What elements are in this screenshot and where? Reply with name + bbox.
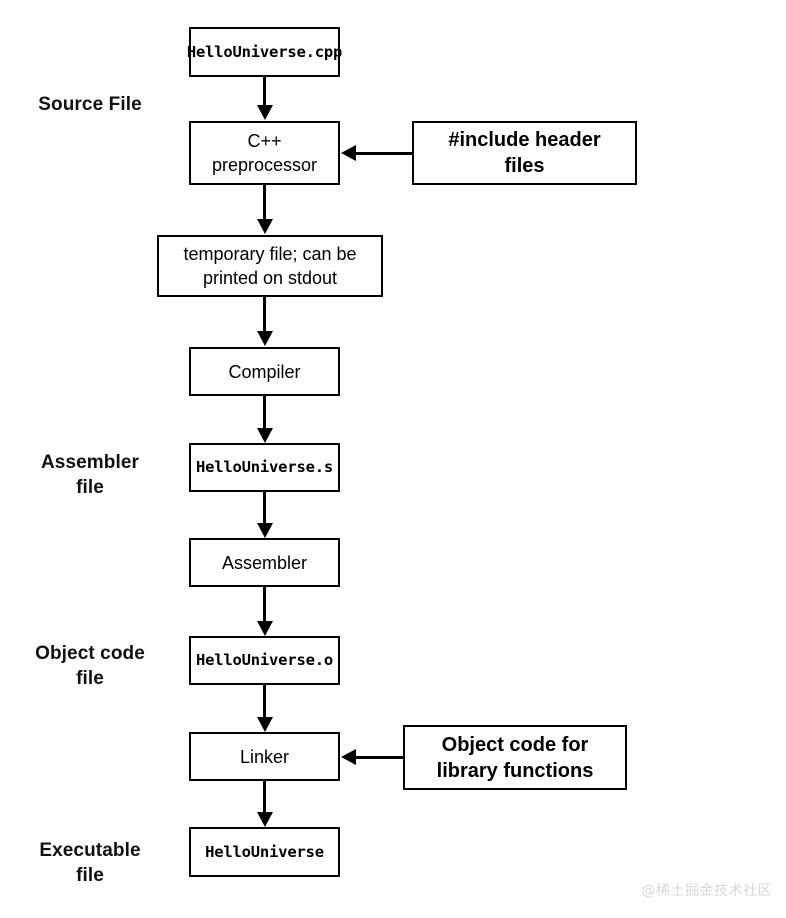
edge-line — [263, 685, 266, 719]
arrow-head-down-icon — [256, 621, 273, 636]
node-include-header-files[interactable]: #include header files — [412, 121, 637, 185]
edge-line — [355, 151, 413, 155]
node-object-code-library-label: Object code for library functions — [436, 733, 594, 782]
node-assembler-label: Assembler — [221, 552, 308, 573]
arrow-head-down-icon — [256, 717, 273, 732]
arrow-head-down-icon — [256, 105, 273, 120]
arrow-head-down-icon — [256, 219, 273, 234]
node-cpp-preprocessor-label: C++ preprocessor — [211, 131, 318, 175]
node-temporary-file-label: temporary file; can be printed on stdout — [183, 244, 357, 288]
stage-label-executable-file: Executable file — [39, 840, 141, 886]
node-linker-label: Linker — [239, 746, 290, 767]
node-assembler[interactable]: Assembler — [189, 538, 340, 587]
edge-line — [355, 755, 404, 759]
node-compiler-label: Compiler — [228, 361, 301, 382]
node-include-header-files-label: #include header files — [448, 129, 601, 177]
arrow-head-down-icon — [256, 523, 273, 538]
arrow-head-left-icon — [341, 749, 356, 765]
arrow-head-down-icon — [256, 812, 273, 827]
stage-label-object-code-file: Object code file — [35, 643, 145, 689]
node-compiler[interactable]: Compiler — [189, 347, 340, 396]
node-hellouniverse-cpp[interactable]: HelloUniverse.cpp — [186, 27, 343, 77]
node-object-code-library[interactable]: Object code for library functions — [403, 725, 627, 790]
edge-line — [263, 185, 266, 221]
edge-line — [263, 492, 266, 525]
watermark: @稀土掘金技术社区 — [641, 883, 772, 899]
node-temporary-file[interactable]: temporary file; can be printed on stdout — [157, 235, 383, 297]
node-hellouniverse-o-label: HelloUniverse.o — [196, 651, 333, 669]
node-hellouniverse-o[interactable]: HelloUniverse.o — [189, 636, 340, 685]
edge-line — [263, 587, 266, 623]
arrow-head-down-icon — [256, 428, 273, 443]
node-hellouniverse-s-label: HelloUniverse.s — [196, 458, 333, 476]
stage-label-source-file: Source File — [38, 94, 142, 115]
node-hellouniverse-exe-label: HelloUniverse — [205, 842, 324, 861]
edge-line — [263, 297, 266, 333]
arrow-head-down-icon — [256, 331, 273, 346]
arrow-head-left-icon — [341, 145, 356, 161]
node-hellouniverse-exe[interactable]: HelloUniverse — [189, 827, 340, 877]
node-hellouniverse-cpp-label: HelloUniverse.cpp — [186, 42, 343, 61]
edge-line — [263, 781, 266, 814]
edge-line — [263, 77, 266, 107]
stage-label-assembler-file: Assembler file — [40, 452, 140, 498]
node-linker[interactable]: Linker — [189, 732, 340, 781]
node-cpp-preprocessor[interactable]: C++ preprocessor — [189, 121, 340, 185]
edge-line — [263, 396, 266, 430]
node-hellouniverse-s[interactable]: HelloUniverse.s — [189, 443, 340, 492]
